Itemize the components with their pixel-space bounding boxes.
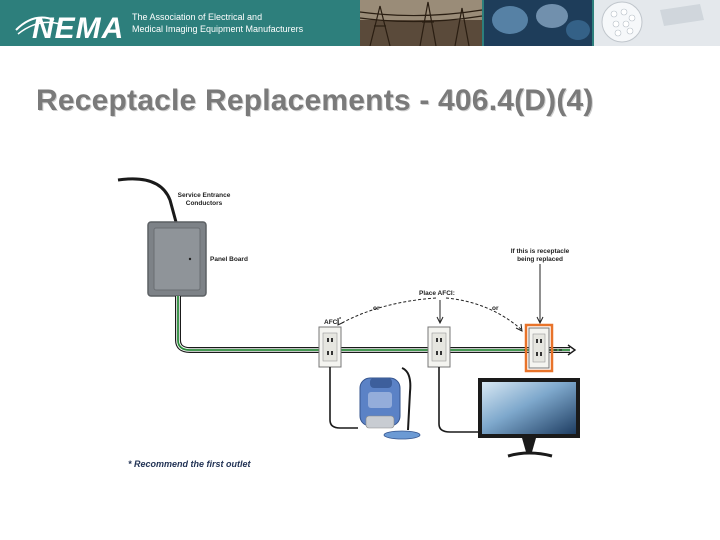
vacuum-cleaner-icon <box>359 367 421 440</box>
footnote: * Recommend the first outlet <box>128 459 251 469</box>
panel-board-label: Panel Board <box>210 256 248 263</box>
header-tagline: The Association of Electrical and Medica… <box>132 11 352 35</box>
logo-text: NEMA <box>32 12 125 45</box>
afci-marker-label: AFCI* <box>324 316 341 327</box>
vacuum-cord <box>329 367 358 429</box>
receptacle-middle <box>427 326 451 368</box>
arrow-right-icon <box>567 344 577 356</box>
page-title: Receptacle Replacements - 406.4(D)(4) <box>36 84 594 117</box>
afci-star: * <box>339 317 342 323</box>
branch-circuit-cable <box>175 296 577 356</box>
tagline-line-2: Medical Imaging Equipment Manufacturers <box>132 24 304 34</box>
place-afci-label: Place AFCI: <box>419 290 455 297</box>
or-left-label: or <box>373 305 380 312</box>
receptacle-being-replaced <box>524 323 554 373</box>
tv-cord <box>438 367 478 433</box>
header-photo-strip <box>360 0 720 46</box>
or-right-label: or <box>492 305 499 312</box>
nema-logo: NEMA <box>14 8 123 44</box>
logo-swoosh-icon <box>15 16 61 35</box>
television-icon <box>478 378 580 458</box>
if-replaced-label: If this is receptacle being replaced <box>510 248 570 263</box>
service-entrance-label: Service Entrance Conductors <box>177 192 231 207</box>
afci-marker-text: AFCI <box>324 319 340 327</box>
service-entrance-cable <box>117 177 178 223</box>
tagline-line-1: The Association of Electrical and <box>132 12 263 22</box>
place-afci-arrows <box>337 297 523 332</box>
header-bar: NEMA The Association of Electrical and M… <box>0 0 720 46</box>
receptacle-afci-first <box>318 326 342 368</box>
